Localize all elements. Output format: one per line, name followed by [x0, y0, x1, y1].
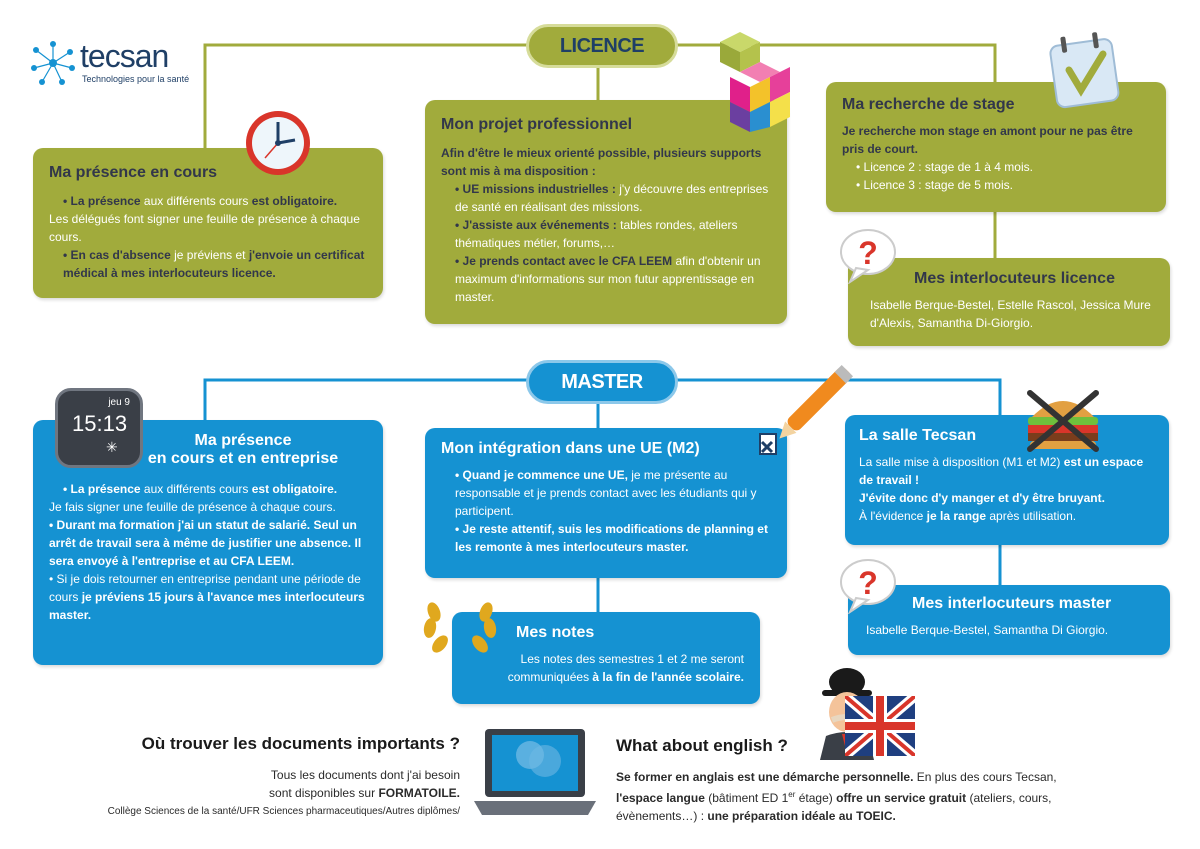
notes-title: Mes notes: [516, 624, 595, 641]
stage-l2: • Licence 2 : stage de 1 à 4 mois.: [856, 160, 1033, 174]
mp-p1-line2: Je fais signer une feuille de présence à…: [49, 500, 336, 514]
projet-intro: Afin d'être le mieux orienté possible, p…: [441, 146, 762, 178]
english-b4: une préparation idéale au TOEIC.: [707, 809, 896, 823]
english-t4: (ateliers, cours, évènements…) :: [616, 791, 1052, 823]
interlocuteurs-licence-title: Mes interlocuteurs licence: [914, 270, 1115, 287]
salle-t3b: après utilisation.: [986, 509, 1077, 523]
int-p1-bold: • Quand je commence une UE,: [455, 468, 628, 482]
mp-p1-bold: • La présence: [63, 482, 141, 496]
question-bubble-icon: ?: [840, 559, 896, 614]
licence-label: LICENCE: [526, 24, 678, 68]
sun-icon: ✳: [106, 439, 118, 455]
documents-title: Où trouver les documents importants ?: [141, 734, 460, 753]
documents-line2: sont disponibles sur: [269, 786, 379, 800]
uk-flag-icon: [845, 696, 915, 756]
watch-time: 15:13: [72, 411, 128, 436]
projet-i3-bold: • Je prends contact avec le CFA LEEM: [455, 254, 673, 268]
documents-section: Où trouver les documents importants ? To…: [40, 734, 460, 824]
master-notes-card: Mes notes Les notes des semestres 1 et 2…: [452, 612, 760, 704]
interlocuteurs-master-title: Mes interlocuteurs master: [912, 595, 1112, 612]
mp-p1-bold2: est obligatoire.: [251, 482, 338, 496]
watch-day: jeu 9: [108, 397, 130, 408]
tecsan-logo: tecsan Technologies pour la santé: [30, 38, 190, 88]
projet-i1-rest: j'y découvre des entreprises de santé en…: [455, 182, 769, 214]
stage-l3: • Licence 3 : stage de 5 mois.: [856, 178, 1013, 192]
interlocuteurs-licence-names: Isabelle Berque-Bestel, Estelle Rascol, …: [870, 298, 1151, 330]
logo-name: tecsan: [80, 38, 169, 74]
projet-i1-bold: • UE missions industrielles :: [455, 182, 616, 196]
cube-icon: [720, 32, 790, 132]
salle-title: La salle Tecsan: [859, 427, 977, 444]
integration-title: Mon intégration dans une UE (M2): [441, 440, 700, 457]
licence-projet-card: Mon projet professionnel Afin d'être le …: [425, 100, 787, 324]
p2-bold2: j'envoie un certificat médical à mes int…: [63, 248, 365, 280]
english-t1: En plus des cours Tecsan,: [913, 770, 1057, 784]
projet-title: Mon projet professionnel: [441, 116, 633, 133]
projet-i2-rest: tables rondes, ateliers thématiques méti…: [455, 218, 738, 250]
svg-text:?: ?: [858, 235, 878, 271]
int-p1-rest: je me présente au responsable et je pren…: [455, 468, 757, 518]
salle-t1: La salle mise à disposition (M1 et M2): [859, 455, 1064, 469]
p1-line2: Les délégués font signer une feuille de …: [49, 212, 360, 244]
english-b1: Se former en anglais est une démarche pe…: [616, 770, 914, 784]
master-salle-card: La salle Tecsan La salle mise à disposit…: [845, 415, 1169, 545]
documents-line2-bold: FORMATOILE.: [378, 786, 460, 800]
licence-interlocuteurs-card: Mes interlocuteurs licence Isabelle Berq…: [848, 258, 1170, 346]
licence-presence-title: Ma présence en cours: [49, 164, 218, 181]
master-integration-card: Mon intégration dans une UE (M2) • Quand…: [425, 428, 787, 578]
interlocuteurs-master-names: Isabelle Berque-Bestel, Samantha Di Gior…: [866, 623, 1109, 637]
laurel-icon: [423, 602, 497, 653]
mp-p3-bold: je préviens 15 jours à l'avance mes inte…: [49, 590, 365, 622]
clock-icon: [246, 111, 310, 175]
pen-icon: [759, 364, 854, 455]
logo-tagline: Technologies pour la santé: [82, 74, 190, 84]
licence-presence-card: Ma présence en cours • La présence aux d…: [33, 148, 383, 298]
svg-text:?: ?: [858, 565, 878, 601]
int-p2-bold: • Je reste attentif, suis les modificati…: [455, 522, 768, 554]
stage-intro: Je recherche mon stage en amont pour ne …: [842, 124, 1133, 156]
documents-path: Collège Sciences de la santé/UFR Science…: [107, 806, 460, 817]
notes-text: Les notes des semestres 1 et 2 me seront…: [507, 652, 744, 684]
p1-bold: • La présence: [63, 194, 141, 208]
english-sup: er: [788, 790, 796, 799]
salle-b2: J'évite donc d'y manger et d'y être bruy…: [859, 491, 1105, 505]
english-t3: étage): [795, 791, 837, 805]
mp-p2: • Durant ma formation j'ai un statut de …: [49, 518, 362, 568]
master-label: MASTER: [526, 360, 678, 404]
salle-t3: À l'évidence: [859, 509, 927, 523]
salle-b3: je la range: [926, 509, 987, 523]
mp-p1-rest: aux différents cours: [140, 482, 252, 496]
p2-bold: • En cas d'absence: [63, 248, 171, 262]
calendar-icon: [1049, 32, 1120, 109]
english-t2: (bâtiment ED 1: [704, 791, 789, 805]
english-b3: offre un service gratuit: [836, 791, 967, 805]
master-presence-title-l2: en cours et en entreprise: [147, 450, 339, 467]
watch-icon: jeu 9 15:13 ✳: [55, 388, 143, 468]
english-b2: l'espace langue: [616, 791, 705, 805]
salle-b1: est un espace de travail !: [859, 455, 1144, 487]
p2-rest: je préviens et: [170, 248, 249, 262]
laptop-icon: [474, 729, 596, 815]
logo-network-icon: [31, 41, 75, 85]
master-presence-title-l1: Ma présence: [194, 432, 292, 449]
stage-title: Ma recherche de stage: [842, 96, 1015, 113]
english-title: What about english ?: [616, 736, 788, 755]
burger-icon: [1027, 390, 1099, 452]
notes-bold: à la fin de l'année scolaire.: [592, 670, 744, 684]
p1-rest: aux différents cours: [140, 194, 252, 208]
english-section: What about english ? Se former en anglai…: [616, 736, 1086, 826]
master-interlocuteurs-card: Mes interlocuteurs master Isabelle Berqu…: [848, 585, 1170, 655]
p1-bold2: est obligatoire.: [251, 194, 338, 208]
projet-i2-bold: • J'assiste aux événements :: [455, 218, 617, 232]
mp-p3-rest: • Si je dois retourner en entreprise pen…: [49, 572, 361, 604]
question-bubble-icon: ?: [840, 229, 896, 284]
documents-line1: Tous les documents dont j'ai besoin: [270, 768, 460, 782]
projet-i3-rest: afin d'obtenir un maximum d'informations…: [455, 254, 761, 304]
licence-stage-card: Ma recherche de stage Je recherche mon s…: [826, 82, 1166, 212]
